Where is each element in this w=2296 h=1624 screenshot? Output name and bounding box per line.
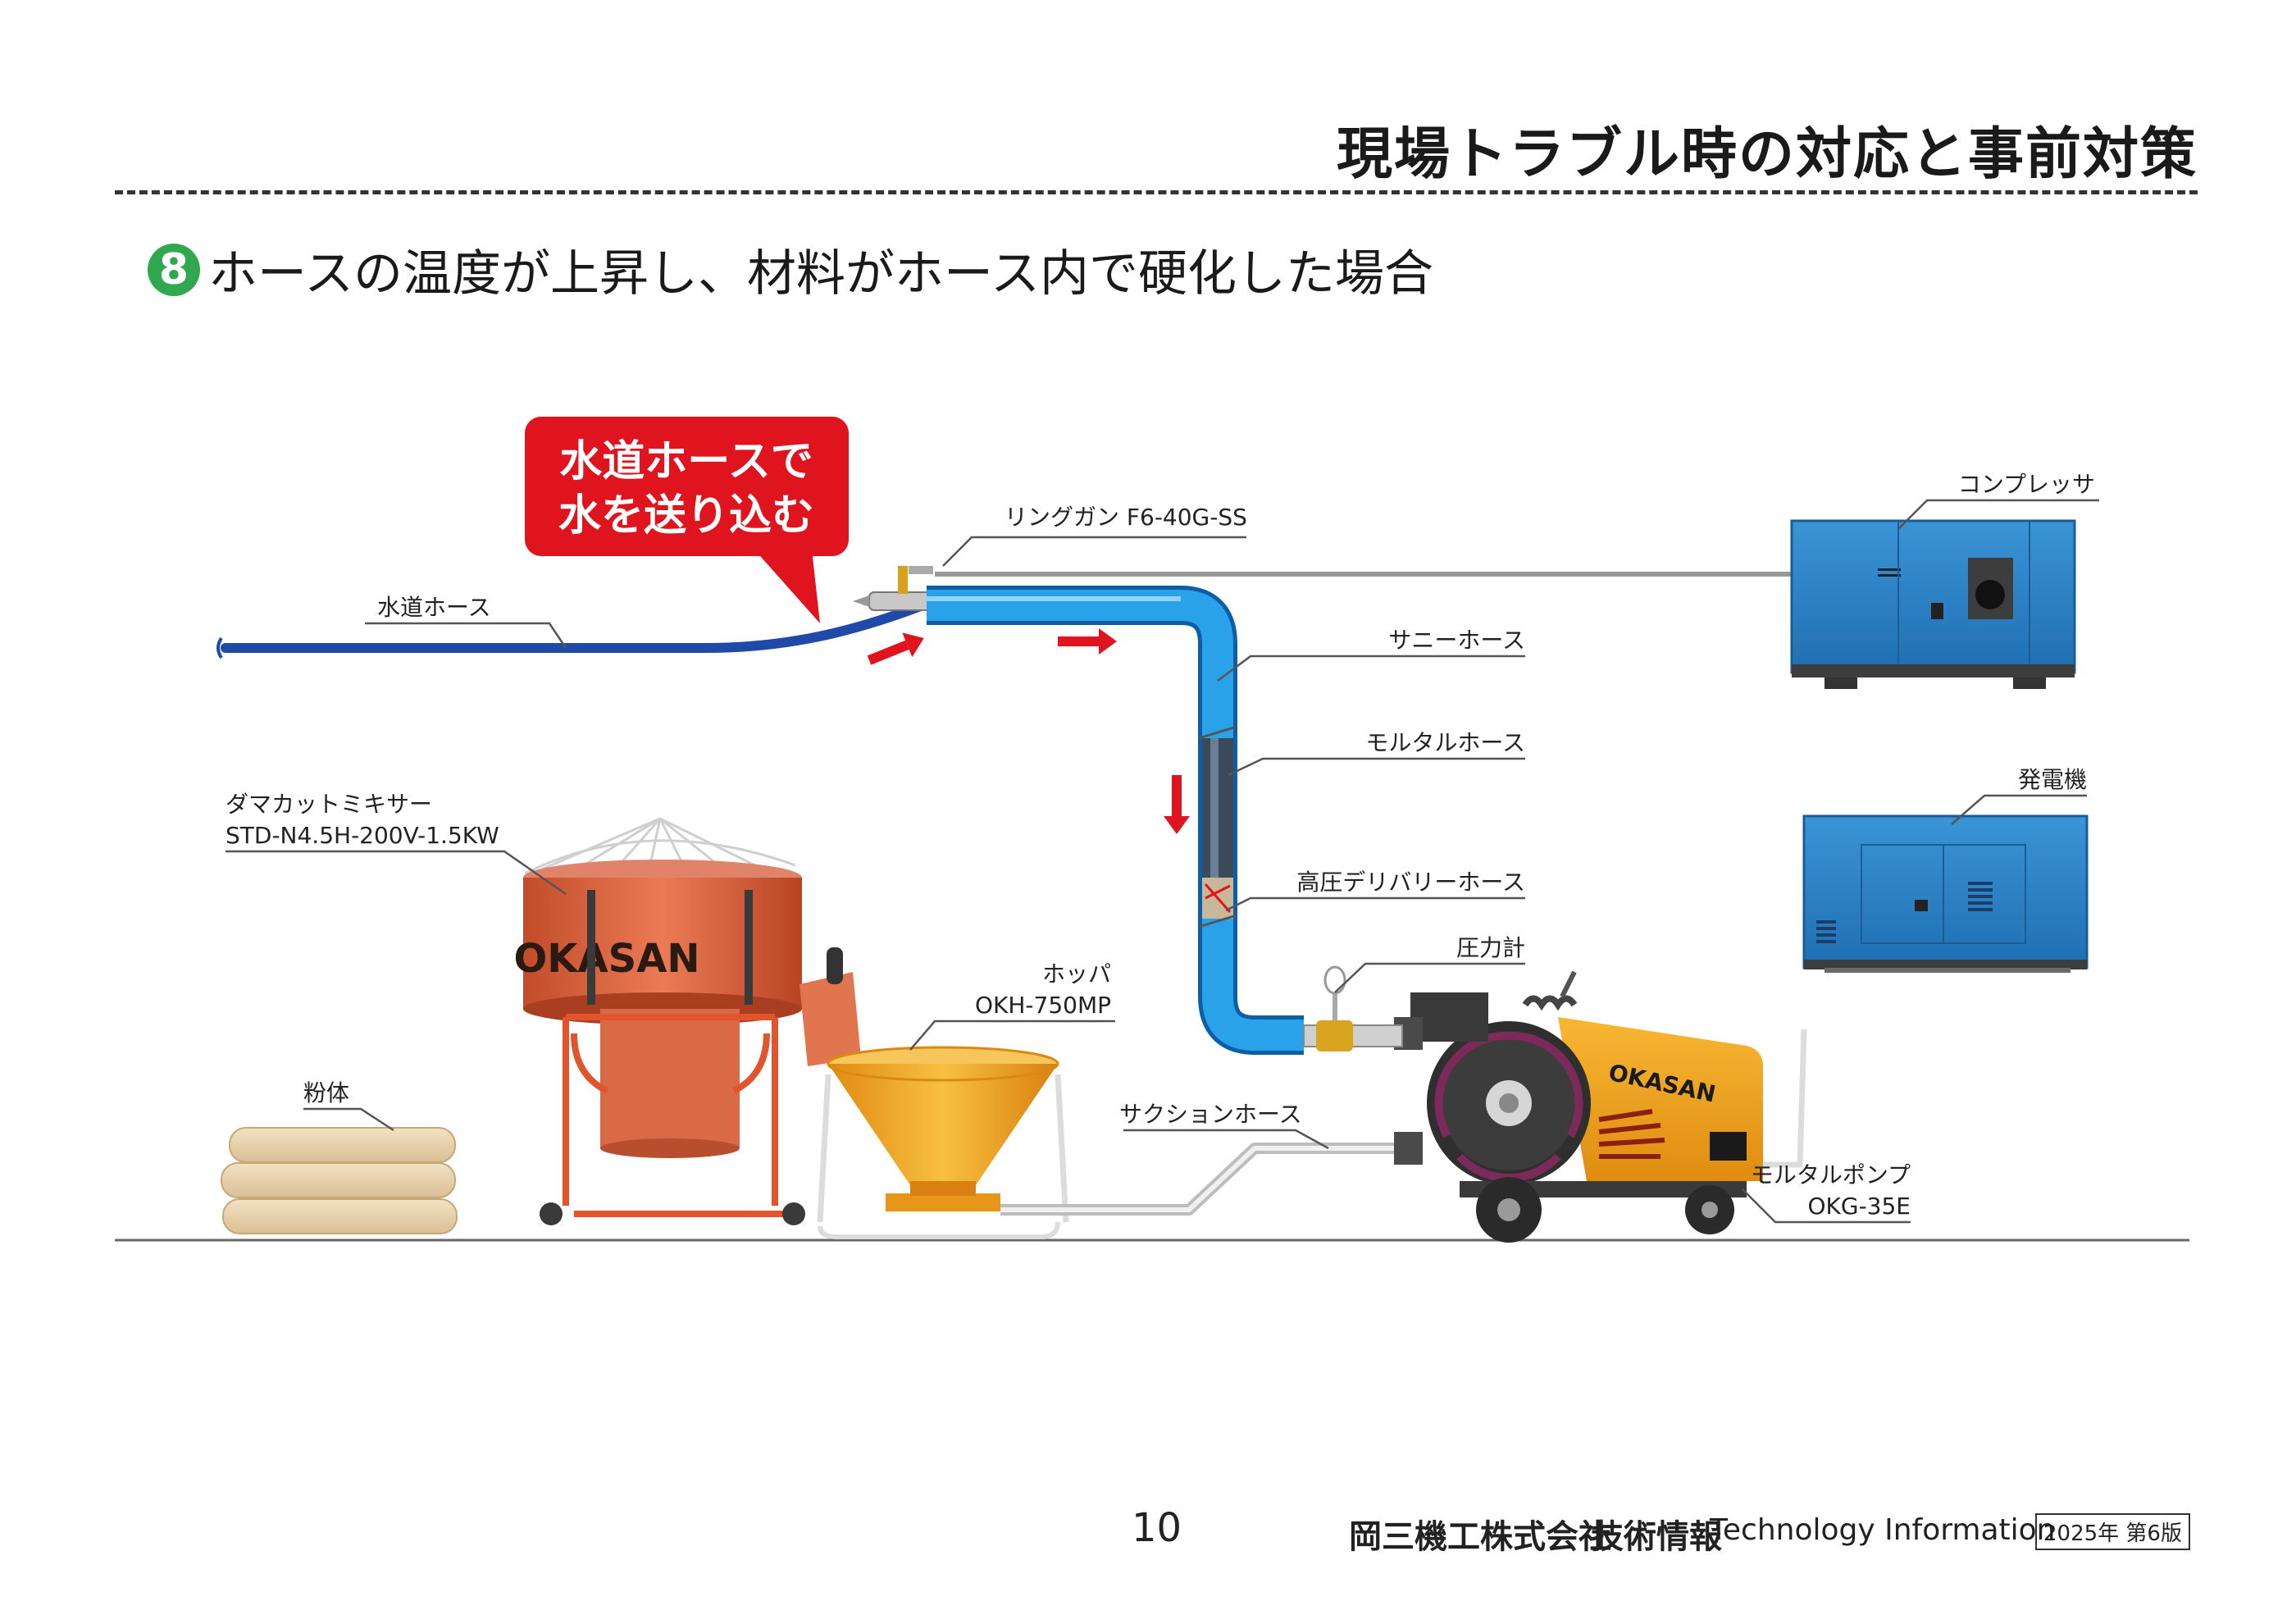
label-pressure-gauge: 圧力計 bbox=[1456, 934, 1525, 961]
footer: 10 岡三機工株式会社 技術情報 Technology Information … bbox=[0, 1505, 2296, 1562]
callout-bubble: 水道ホースで 水を送り込む bbox=[525, 417, 849, 623]
edition-badge: 2025年 第6版 bbox=[2035, 1513, 2190, 1550]
generator bbox=[1802, 814, 2089, 973]
label-hopper-name: ホッパ bbox=[1042, 960, 1111, 988]
water-hose bbox=[216, 602, 923, 659]
ring-gun bbox=[853, 566, 936, 611]
label-generator: 発電機 bbox=[2018, 766, 2087, 793]
flow-arrow-1 bbox=[867, 632, 924, 665]
label-mixer-model: STD-N4.5H-200V-1.5KW bbox=[226, 822, 499, 849]
callout-line-1: 水道ホースで bbox=[559, 437, 813, 486]
tech-info-ja: 技術情報 bbox=[1591, 1518, 1722, 1556]
label-pump-name: モルタルポンプ bbox=[1751, 1161, 1911, 1188]
label-compressor: コンプレッサ bbox=[1958, 471, 2095, 498]
label-powder: 粉体 bbox=[303, 1079, 349, 1106]
flow-arrows bbox=[867, 628, 1190, 834]
mixer-logo: OKASAN bbox=[513, 936, 699, 982]
section-heading: 8 ホースの温度が上昇し、材料がホース内で硬化した場合 bbox=[148, 234, 1433, 305]
label-high-pressure-hose: 高圧デリバリーホース bbox=[1296, 869, 1525, 896]
section-number-badge: 8 bbox=[148, 243, 200, 296]
powder-bags bbox=[221, 1127, 458, 1234]
page-number: 10 bbox=[1132, 1505, 1182, 1551]
hopper bbox=[817, 1046, 1069, 1239]
pressure-gauge bbox=[1303, 965, 1403, 1051]
label-suction-hose: サクションホース bbox=[1119, 1101, 1302, 1128]
blue-delivery-hose bbox=[927, 586, 1304, 1055]
label-hopper-model: OKH-750MP bbox=[975, 992, 1111, 1019]
title-divider bbox=[115, 190, 2198, 194]
callout-line-2: 水を送り込む bbox=[558, 491, 814, 541]
page-title: 現場トラブル時の対応と事前対策 bbox=[1336, 122, 2198, 187]
compressor bbox=[1790, 519, 2076, 689]
tech-info-en: Technology Information bbox=[1710, 1513, 2056, 1547]
label-sunny-hose: サニーホース bbox=[1388, 627, 1525, 654]
mixer: OKASAN bbox=[513, 817, 861, 1225]
label-mortar-hose: モルタルホース bbox=[1365, 729, 1525, 756]
suction-hose bbox=[1000, 1143, 1406, 1216]
label-water-hose: 水道ホース bbox=[377, 594, 491, 621]
label-mixer-name: ダマカットミキサー bbox=[226, 791, 432, 818]
label-pump-model: OKG-35E bbox=[1807, 1193, 1911, 1220]
company-name: 岡三機工株式会社 bbox=[1349, 1518, 1611, 1556]
flow-arrow-3 bbox=[1164, 775, 1190, 834]
mortar-pump: OKASAN bbox=[1394, 970, 1807, 1243]
flow-arrow-2 bbox=[1058, 628, 1117, 655]
section-title: ホースの温度が上昇し、材料がホース内で硬化した場合 bbox=[208, 245, 1433, 303]
label-ring-gun: リングガン F6-40G-SS bbox=[1004, 504, 1247, 531]
leader-lines bbox=[226, 499, 2099, 1224]
